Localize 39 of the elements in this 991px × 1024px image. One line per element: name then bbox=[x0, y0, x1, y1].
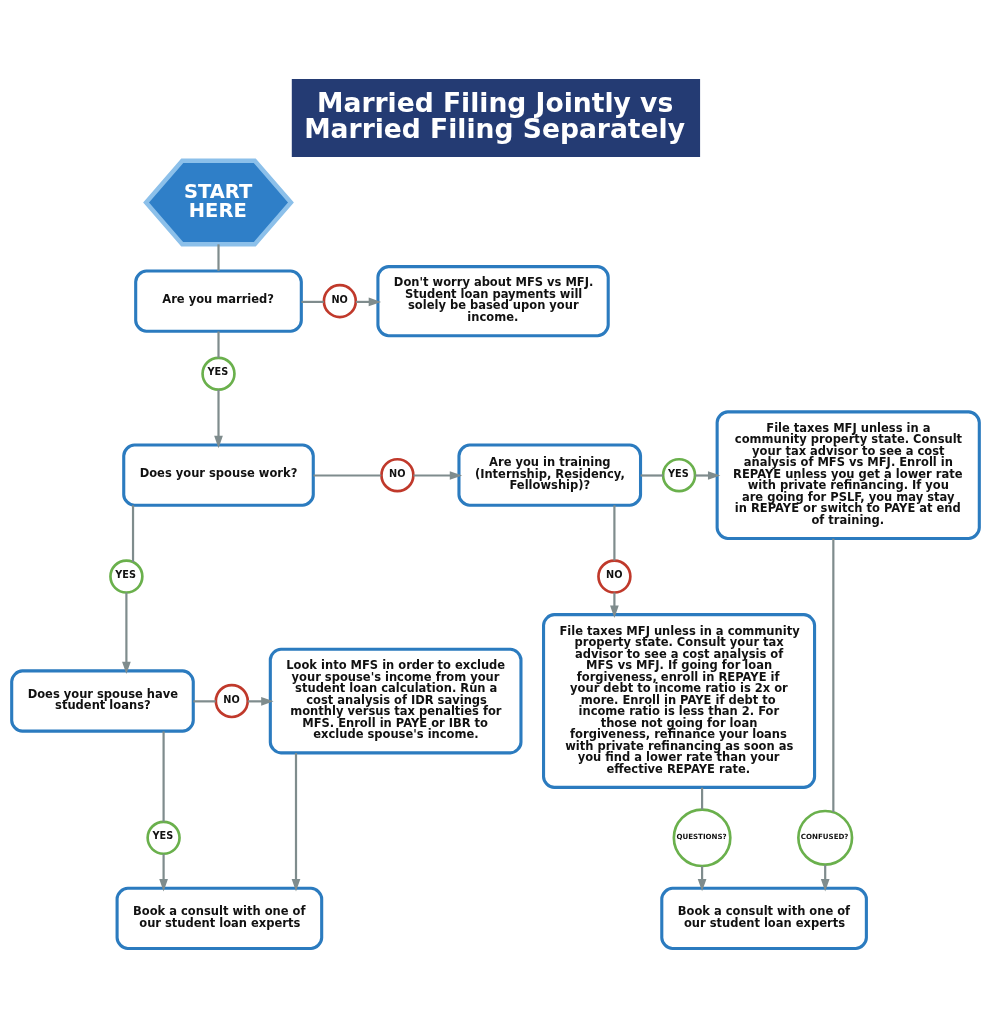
node-box: Are you married? bbox=[134, 269, 303, 333]
connector bbox=[613, 505, 616, 561]
node-circle: NO bbox=[597, 559, 632, 594]
node-circle: NO bbox=[380, 457, 415, 493]
node-circle: CONFUSED? bbox=[797, 809, 854, 866]
connector bbox=[640, 474, 663, 477]
diagram-title: Married Filing Jointly vs Married Filing Separately bbox=[304, 86, 686, 145]
connector bbox=[832, 538, 835, 812]
connector bbox=[217, 331, 220, 358]
node-circle: NO bbox=[214, 683, 250, 719]
node-box: Are you in training (Internship, Residency, Fellowship)? bbox=[457, 443, 643, 507]
arrow bbox=[610, 592, 619, 618]
node-circle: NO bbox=[322, 283, 358, 319]
node-box: File taxes MFJ unless in a community property state. Consult your tax advisor to see a cost analysis of MFS vs MFJ. If going for loan forgiveness, enroll in REPAYE if your debt to income ratio is 2x or more. Enroll in PAYE if debt to income ratio is less than 2. For those not going for loan forgiveness, refinance your loans with private refinancing as soon as you find a lower rate than your effective REPAYE rate. bbox=[542, 613, 817, 789]
node-circle: YES bbox=[661, 457, 697, 493]
node-box: Does your spouse work? bbox=[122, 443, 315, 507]
node-circle: YES bbox=[146, 820, 181, 856]
node-box: Look into MFS in order to exclude your spouse's income from your student loan calculation. Run a cost analysis of IDR savings monthly versus tax penalties for MFS. Enroll in PAYE or IBR to exclude spouse's income. bbox=[268, 647, 523, 755]
connector bbox=[193, 700, 216, 703]
connector bbox=[217, 244, 220, 271]
connector bbox=[301, 300, 324, 303]
node-box: Don't worry about MFS vs MFJ. Student loan payments will solely be based upon your income. bbox=[376, 265, 610, 338]
connector bbox=[131, 505, 135, 562]
arrow bbox=[413, 471, 463, 480]
node-box: Book a consult with one of our student loan experts bbox=[115, 886, 324, 950]
node-box: Book a consult with one of our student loan experts bbox=[660, 886, 868, 950]
arrow bbox=[291, 753, 301, 892]
connector bbox=[700, 787, 704, 810]
arrow bbox=[159, 854, 168, 892]
node-circle: YES bbox=[201, 356, 236, 392]
node-box: Does your spouse have student loans? bbox=[10, 669, 195, 733]
arrow bbox=[695, 471, 721, 480]
connector bbox=[162, 731, 165, 822]
arrow bbox=[122, 592, 131, 675]
node-box: File taxes MFJ unless in a community property state. Consult your tax advisor to see a cost analysis of MFS vs MFJ. Enroll in REPAYE unless you get a lower rate with private refinancing. If you are going for PSLF, you may stay in REPAYE or switch to PAYE at end of training. bbox=[715, 410, 981, 541]
connector bbox=[313, 474, 382, 477]
node-circle: YES bbox=[109, 559, 144, 594]
arrow bbox=[214, 389, 223, 449]
node-circle: QUESTIONS? bbox=[672, 808, 732, 868]
